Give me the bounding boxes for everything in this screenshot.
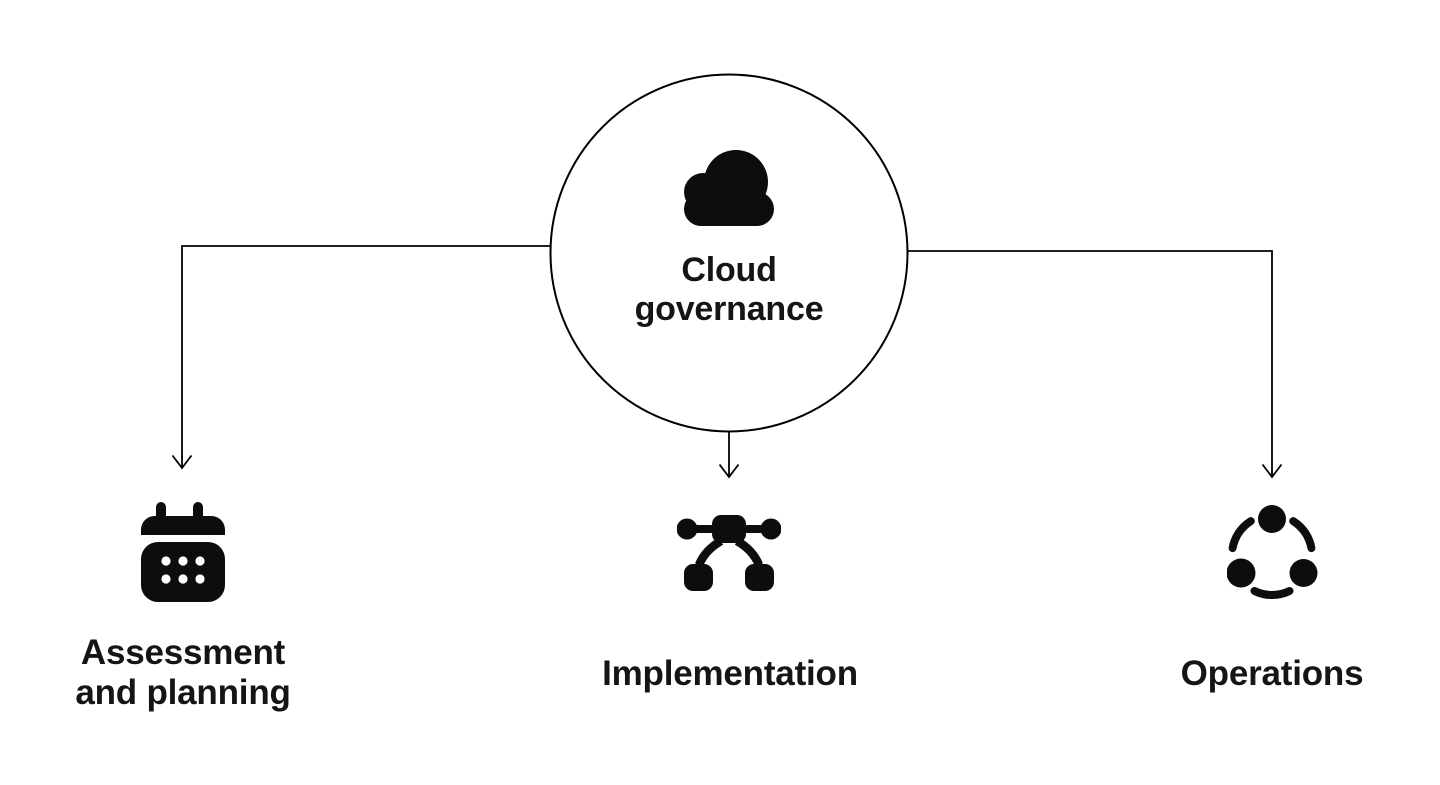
calendar-icon: [141, 502, 225, 602]
root-node-circle: [549, 73, 909, 433]
branch-label-assessment-planning: Assessment and planning: [75, 633, 291, 712]
cloud-icon: [684, 150, 774, 226]
arrowhead-left: [171, 454, 193, 470]
connector-left: [171, 245, 552, 470]
connector-right: [906, 250, 1283, 479]
root-node-label: Cloud governance: [634, 251, 824, 328]
branch-label-implementation: Implementation: [602, 654, 858, 693]
arrowhead-middle: [718, 463, 740, 479]
vector-nodes-icon: [677, 515, 781, 591]
arrowhead-right: [1261, 463, 1283, 479]
share-network-icon: [1227, 505, 1318, 599]
branch-label-operations: Operations: [1180, 654, 1364, 693]
connector-middle: [718, 432, 740, 479]
